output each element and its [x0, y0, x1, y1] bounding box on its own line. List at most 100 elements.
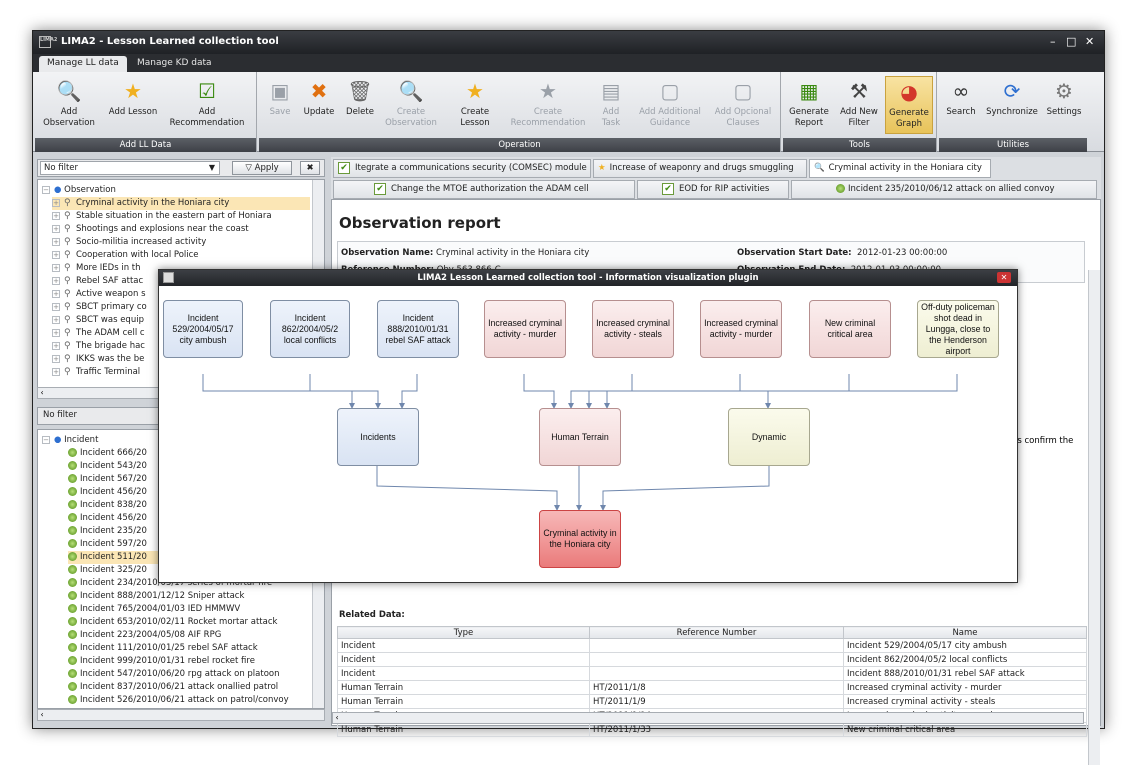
- observation-list-item[interactable]: +⚲Shootings and explosions near the coas…: [52, 223, 310, 236]
- tree-root-observation[interactable]: −● Observation: [42, 185, 116, 195]
- delete-button[interactable]: 🗑 Delete: [346, 79, 374, 117]
- create-lesson-button[interactable]: ★ Create Lesson: [460, 79, 490, 128]
- col-name[interactable]: Name: [843, 626, 1087, 639]
- create-observation-button[interactable]: 🔍 Create Observation: [385, 79, 437, 128]
- incident-list-item[interactable]: Incident 888/2001/12/12 Sniper attack: [68, 590, 310, 603]
- col-type[interactable]: Type: [337, 626, 590, 639]
- observation-list-item[interactable]: +⚲IKKS was the be: [52, 353, 310, 366]
- expand-icon[interactable]: +: [52, 367, 60, 376]
- observation-list-item[interactable]: +⚲The ADAM cell c: [52, 327, 310, 340]
- maximize-button[interactable]: □: [1066, 35, 1077, 48]
- plugin-close-button[interactable]: ✕: [997, 272, 1011, 283]
- expand-icon[interactable]: +: [52, 315, 60, 324]
- expand-icon[interactable]: +: [52, 237, 60, 246]
- observation-list-item[interactable]: +⚲Active weapon s: [52, 288, 310, 301]
- incident-list-item[interactable]: Incident 765/2004/01/03 IED HMMWV: [68, 603, 310, 616]
- incident-list-item[interactable]: Incident 456/20: [68, 486, 310, 499]
- add-task-button[interactable]: ▤ Add Task: [593, 76, 629, 134]
- graph-node-incident-862[interactable]: Incident 862/2004/05/2 local conflicts: [270, 300, 350, 358]
- graph-node-root-observation[interactable]: Cryminal activity in the Honiara city: [539, 510, 621, 568]
- add-opcional-clauses-button[interactable]: ▢ Add Opcional Clauses: [714, 79, 772, 128]
- incident-list-item[interactable]: Incident 325/20: [68, 564, 310, 577]
- expand-icon[interactable]: +: [52, 250, 60, 259]
- incident-list-item[interactable]: Incident 111/2010/01/25 rebel SAF attack: [68, 642, 310, 655]
- incident-list-item[interactable]: Incident 999/2010/01/31 rebel rocket fir…: [68, 655, 310, 668]
- graph-node-incidents-group[interactable]: Incidents: [337, 408, 419, 466]
- observation-list-item[interactable]: +⚲Stable situation in the eastern part o…: [52, 210, 310, 223]
- observation-list-item[interactable]: +⚲Cooperation with local Police: [52, 249, 310, 262]
- incident-filter-select[interactable]: No filter: [43, 410, 78, 420]
- expand-icon[interactable]: +: [52, 341, 60, 350]
- graph-node-incident-888[interactable]: Incident 888/2010/01/31 rebel SAF attack: [377, 300, 459, 358]
- expand-icon[interactable]: +: [52, 263, 60, 272]
- close-window-button[interactable]: ✕: [1085, 35, 1095, 48]
- add-recommendation-button[interactable]: ☑ Add Recommendation: [169, 79, 245, 128]
- graph-node-incident-529[interactable]: Incident 529/2004/05/17 city ambush: [163, 300, 243, 358]
- generate-report-button[interactable]: ▦ Generate Report: [789, 79, 829, 128]
- graph-node-critical-area[interactable]: New criminal critical area: [809, 300, 891, 358]
- tab-eod-rip[interactable]: ✔EOD for RIP activities: [637, 180, 789, 199]
- expand-icon[interactable]: +: [52, 354, 60, 363]
- collapse-icon[interactable]: −: [42, 185, 50, 194]
- add-lesson-button[interactable]: ★ Add Lesson: [108, 79, 158, 117]
- observation-list-item[interactable]: +⚲Socio-militia increased activity: [52, 236, 310, 249]
- generate-graph-button[interactable]: ◕ Generate Graph: [885, 76, 933, 134]
- observation-list-item[interactable]: +⚲More IEDs in th: [52, 262, 310, 275]
- observation-list-item[interactable]: +⚲SBCT primary co: [52, 301, 310, 314]
- incident-list-item[interactable]: Incident 597/20: [68, 538, 310, 551]
- incident-list-item[interactable]: Incident 526/2010/06/21 attack on patrol…: [68, 694, 310, 707]
- observation-list-item[interactable]: +⚲Traffic Terminal: [52, 366, 310, 379]
- graph-node-dynamic-group[interactable]: Dynamic: [728, 408, 810, 466]
- incident-list-item[interactable]: Incident 547/2010/06/20 rpg attack on pl…: [68, 668, 310, 681]
- incident-list-item[interactable]: Incident 567/20: [68, 473, 310, 486]
- tab-manage-kd-data[interactable]: Manage KD data: [137, 58, 212, 68]
- add-observation-button[interactable]: 🔍 Add Observation: [43, 79, 95, 128]
- graph-node-ht-steals[interactable]: Increased cryminal activity - steals: [592, 300, 674, 358]
- add-new-filter-button[interactable]: ⚒ Add New Filter: [840, 79, 878, 128]
- graph-node-off-duty-policeman[interactable]: Off-duty policeman shot dead in Lungga, …: [917, 300, 999, 358]
- incident-list-item[interactable]: Incident 666/20: [68, 447, 310, 460]
- add-additional-guidance-button[interactable]: ▢ Add Additional Guidance: [639, 79, 701, 128]
- expand-icon[interactable]: +: [52, 224, 60, 233]
- col-reference-number[interactable]: Reference Number: [589, 626, 844, 639]
- collapse-icon[interactable]: −: [42, 435, 50, 444]
- incident-list-item[interactable]: Incident 235/20: [68, 525, 310, 538]
- tab-comsec-module[interactable]: ✔Itegrate a communications security (COM…: [333, 159, 591, 178]
- expand-icon[interactable]: +: [52, 276, 60, 285]
- expand-icon[interactable]: +: [52, 211, 60, 220]
- observation-list-item[interactable]: +⚲Cryminal activity in the Honiara city: [52, 197, 310, 210]
- report-hscroll[interactable]: ‹: [332, 712, 1084, 724]
- settings-button[interactable]: ⚙ Settings: [1046, 79, 1082, 117]
- incident-list-item[interactable]: Incident 653/2010/02/11 Rocket mortar at…: [68, 616, 310, 629]
- minimize-button[interactable]: –: [1050, 35, 1056, 48]
- incident-list-item[interactable]: Incident 543/20: [68, 460, 310, 473]
- expand-icon[interactable]: +: [52, 289, 60, 298]
- observation-list-item[interactable]: +⚲Rebel SAF attac: [52, 275, 310, 288]
- synchronize-button[interactable]: ⟳ Synchronize: [986, 79, 1038, 117]
- search-button[interactable]: ∞ Search: [946, 79, 976, 117]
- expand-icon[interactable]: +: [52, 302, 60, 311]
- graph-node-ht-murder-2[interactable]: Increased cryminal activity - murder: [700, 300, 782, 358]
- tab-incident-235[interactable]: Incident 235/2010/06/12 attack on allied…: [791, 180, 1097, 199]
- incident-list-item[interactable]: Incident 838/20: [68, 499, 310, 512]
- expand-icon[interactable]: +: [52, 198, 60, 207]
- incident-list-item[interactable]: Incident 223/2004/05/08 AIF RPG: [68, 629, 310, 642]
- tab-cryminal-activity[interactable]: 🔍Cryminal activity in the Honiara city: [809, 159, 991, 178]
- create-recommendation-button[interactable]: ★ Create Recommendation: [510, 79, 586, 128]
- observation-list-item[interactable]: +⚲SBCT was equip: [52, 314, 310, 327]
- tab-mtoe-authorization[interactable]: ✔Change the MTOE authorization the ADAM …: [333, 180, 635, 199]
- observation-list-item[interactable]: +⚲The brigade hac: [52, 340, 310, 353]
- incident-list-item[interactable]: Incident 234/2010/05/17 series of mortar…: [68, 577, 310, 590]
- incident-list-item[interactable]: Incident 456/20: [68, 512, 310, 525]
- expand-icon[interactable]: +: [52, 328, 60, 337]
- incident-list-item[interactable]: Incident 837/2010/06/21 attack onallied …: [68, 681, 310, 694]
- graph-node-ht-murder-1[interactable]: Increased cryminal activity - murder: [484, 300, 566, 358]
- tab-weaponry-smuggling[interactable]: ★Increase of weaponry and drugs smugglin…: [593, 159, 807, 178]
- graph-node-human-terrain-group[interactable]: Human Terrain: [539, 408, 621, 466]
